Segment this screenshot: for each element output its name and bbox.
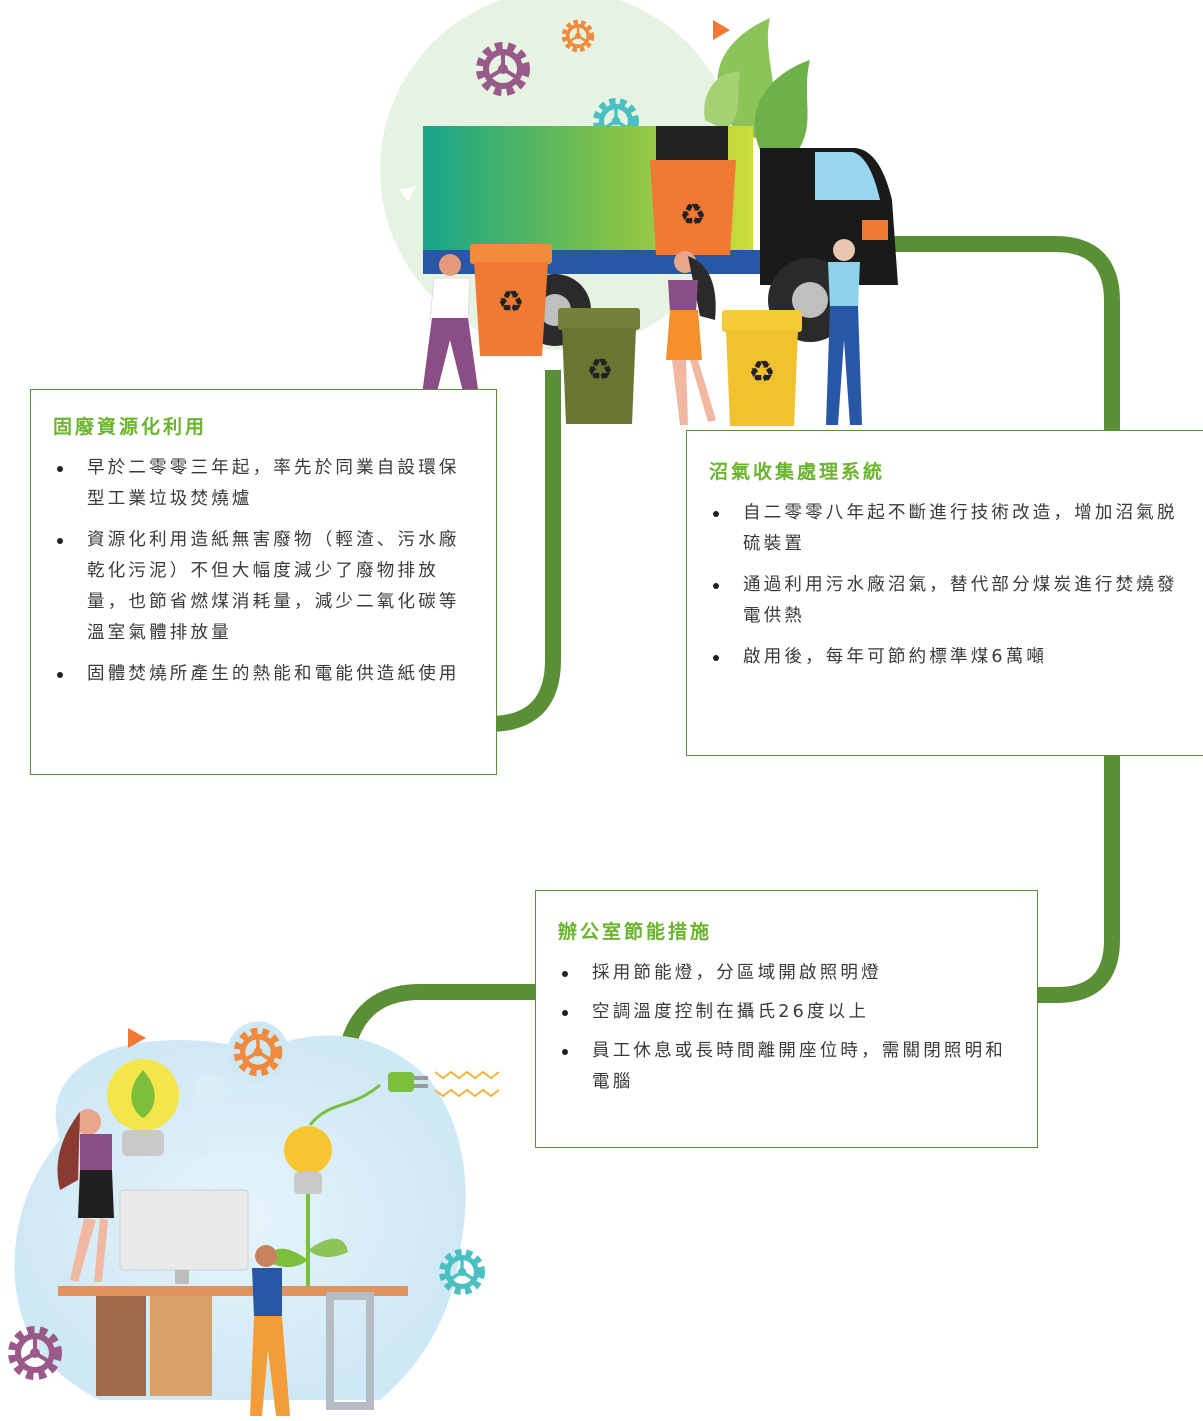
person-man-desk (250, 1245, 290, 1416)
desk-top (58, 1286, 408, 1296)
list-item: 啟用後，每年可節約標準煤6萬噸 (709, 642, 1181, 673)
gear-icon (565, 23, 591, 49)
section-solid-waste: 固廢資源化利用 早於二零零三年起，率先於同業自設環保型工業垃圾焚燒爐 資源化利用… (30, 389, 497, 775)
list-item: 固體焚燒所產生的熱能和電能供造紙使用 (53, 659, 474, 690)
person-man-right (826, 239, 862, 425)
person-woman-standing (57, 1109, 114, 1282)
person-woman-center (666, 251, 716, 425)
light-bulb-icon (268, 1083, 381, 1290)
list-item: 員工休息或長時間離開座位時，需關閉照明和電腦 (558, 1036, 1015, 1098)
section-biogas: 沼氣收集處理系統 自二零零八年起不斷進行技術改造，增加沼氣脱硫裝置 通過利用污水… (686, 430, 1203, 756)
recycle-icon: ♻ (749, 355, 776, 390)
section-title: 固廢資源化利用 (53, 416, 208, 438)
gear-icon (443, 1253, 480, 1290)
recycle-bin-orange: ♻ (470, 244, 552, 356)
play-triangle-icon (128, 1028, 146, 1048)
list-item: 早於二零零三年起，率先於同業自設環保型工業垃圾焚燒爐 (53, 453, 474, 515)
recycle-bin-olive: ♻ (558, 308, 640, 424)
section-title: 辦公室節能措施 (558, 921, 713, 943)
play-triangle-icon (713, 20, 730, 40)
play-triangle-icon (400, 186, 416, 202)
recycle-bin-orange-top: ♻ (650, 126, 736, 255)
recycle-icon: ♻ (587, 353, 614, 388)
gear-icon (13, 1331, 57, 1375)
list-item: 資源化利用造紙無害廢物（輕渣、污水廠乾化污泥）不但大幅度減少了廢物排放量，也節省… (53, 525, 474, 649)
leaf-decoration (704, 18, 810, 160)
gear-icon (481, 47, 525, 91)
plug-icon (388, 1070, 500, 1098)
list-item: 空調溫度控制在攝氏26度以上 (558, 997, 1015, 1028)
bullet-list: 自二零零八年起不斷進行技術改造，增加沼氣脱硫裝置 通過利用污水廠沼氣，替代部分煤… (709, 498, 1181, 673)
flow-path (875, 236, 1120, 432)
recycle-icon: ♻ (498, 285, 525, 320)
section-title: 沼氣收集處理系統 (709, 461, 886, 483)
bullet-list: 採用節能燈，分區域開啟照明燈 空調溫度控制在攝氏26度以上 員工休息或長時間離開… (558, 958, 1015, 1098)
list-item: 通過利用污水廠沼氣，替代部分煤炭進行焚燒發電供熱 (709, 570, 1181, 632)
light-bulb-icon (107, 1059, 179, 1156)
gear-icon (227, 1021, 289, 1083)
recycle-icon: ♻ (680, 198, 707, 233)
truck-window (815, 152, 880, 200)
list-item: 採用節能燈，分區域開啟照明燈 (558, 958, 1015, 989)
bullet-list: 早於二零零三年起，率先於同業自設環保型工業垃圾焚燒爐 資源化利用造紙無害廢物（輕… (53, 453, 474, 690)
list-item: 自二零零八年起不斷進行技術改造，增加沼氣脱硫裝置 (709, 498, 1181, 560)
flow-path (1036, 755, 1120, 1003)
section-office-energy: 辦公室節能措施 採用節能燈，分區域開啟照明燈 空調溫度控制在攝氏26度以上 員工… (535, 890, 1038, 1148)
recycle-bin-yellow: ♻ (722, 310, 802, 426)
